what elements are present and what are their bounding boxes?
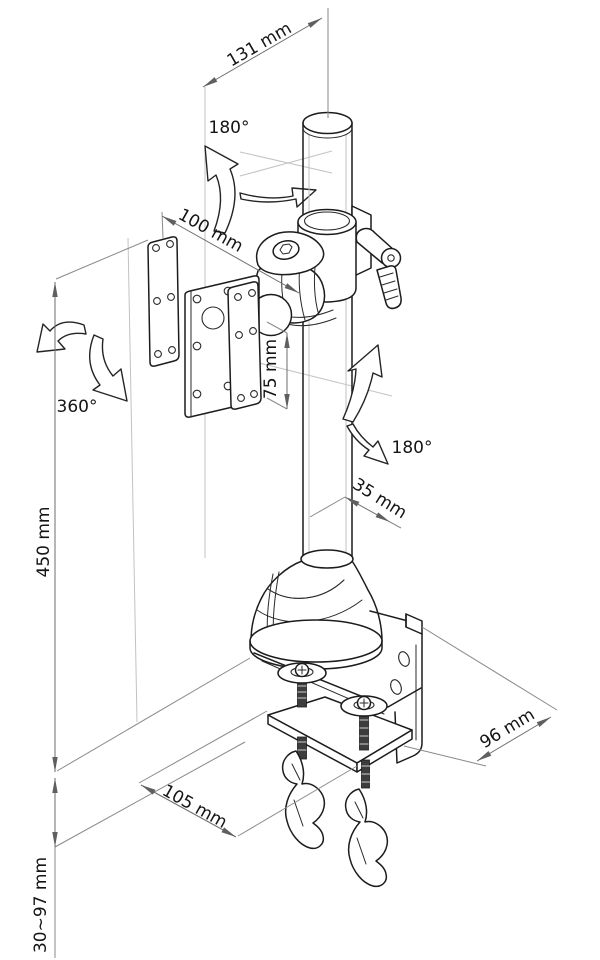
extension-line (237, 765, 358, 837)
dimension-arrowhead (284, 283, 299, 293)
dimension-arrowhead (284, 394, 290, 409)
screw-thread (297, 736, 307, 760)
dimension-arrowhead (52, 778, 58, 793)
swivel-360-left-arrow-icon (36, 321, 87, 353)
wing-knob-left (281, 750, 326, 850)
dome-flange (249, 619, 383, 663)
dimension-arrowhead (52, 282, 58, 297)
dimension-line (161, 215, 300, 294)
dim-450mm: 450 mm (34, 507, 54, 578)
pole-180-up-arrow-icon (342, 344, 383, 423)
dimension-arrowhead (203, 77, 218, 87)
tilt-180-arrow-icon (204, 145, 239, 234)
dim-131mm: 131 mm (224, 18, 295, 71)
dimension-arrowhead (52, 832, 58, 847)
vesa-plates (147, 236, 262, 418)
extension-line (266, 397, 288, 410)
tension-lever (355, 227, 402, 310)
dimension-arrowhead (477, 751, 492, 761)
dimension-arrowhead (52, 757, 58, 772)
extension-line (56, 657, 251, 772)
extension-line (266, 321, 288, 334)
vesa-strip-left (147, 236, 180, 367)
extension-line (309, 496, 346, 518)
dimension-arrowhead (221, 827, 236, 837)
dimension-arrowhead (307, 18, 322, 28)
angle-180-top: 180° (209, 118, 250, 138)
wing-knob-right (344, 788, 389, 888)
vesa-strip-right (227, 281, 262, 410)
dome-pole-ring (300, 549, 354, 569)
pole-180-down-arrow-icon (346, 423, 389, 465)
dimension-line (202, 17, 323, 88)
extension-line (403, 745, 487, 767)
construction-line (127, 237, 138, 723)
dimension-arrowhead (141, 785, 156, 795)
dim-100mm: 100 mm (175, 205, 247, 257)
rotation-arrows (36, 145, 317, 402)
swivel-360-right-arrow-icon (88, 334, 128, 402)
dim-75mm: 75 mm (261, 339, 281, 399)
dimension-arrowhead (345, 497, 360, 507)
extension-lines (54, 8, 558, 958)
dim-30-97mm: 30~97 mm (31, 857, 51, 953)
hex-bolt (272, 240, 300, 260)
dim-105mm: 105 mm (159, 781, 231, 833)
angle-180-mid: 180° (392, 438, 433, 458)
dim-96mm: 96 mm (477, 705, 539, 753)
extension-line (54, 741, 246, 848)
extension-line (138, 710, 268, 784)
screw-thread (297, 680, 307, 708)
screw-thread (359, 713, 369, 751)
monitor-pole (302, 111, 353, 558)
desk-clamp (253, 610, 423, 773)
dimension-line (140, 784, 237, 838)
extension-line (389, 521, 402, 529)
base-dome (249, 549, 383, 670)
bracket-corner (405, 613, 423, 635)
extension-line (421, 626, 558, 711)
dimension-arrowhead (162, 216, 177, 226)
dimension-arrowhead (375, 512, 390, 522)
construction-line (239, 151, 333, 174)
dimension-arrowhead (536, 717, 551, 727)
extension-line (55, 239, 149, 280)
pan-arrow-icon (239, 187, 317, 208)
dimension-arrowhead (284, 333, 290, 348)
construction-line (239, 150, 333, 177)
clamp-screws (277, 662, 389, 888)
lever-handle (376, 265, 402, 310)
angle-360: 360° (57, 397, 98, 417)
dimension-lines (52, 17, 552, 847)
